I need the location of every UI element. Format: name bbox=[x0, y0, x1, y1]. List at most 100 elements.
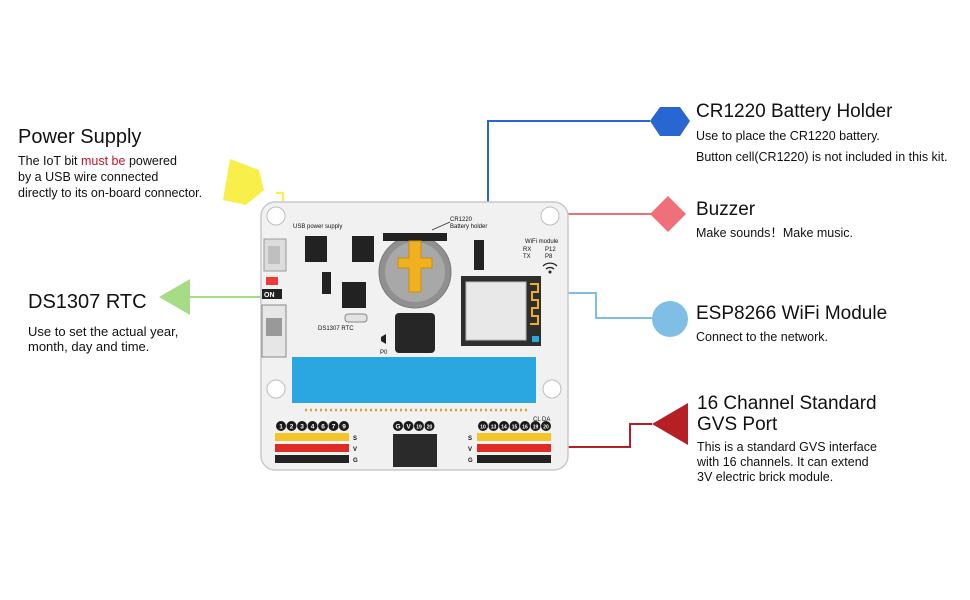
left-pin-badge bbox=[339, 421, 349, 431]
left-pin-badge bbox=[276, 421, 286, 431]
mid-pin-label: 20 bbox=[427, 424, 433, 430]
right-pin-label: 13 bbox=[491, 424, 497, 430]
rtc-board-label: DS1307 RTC bbox=[318, 326, 354, 332]
right-pin-badge bbox=[488, 421, 499, 431]
battery-label-1: CR1220 bbox=[450, 217, 473, 223]
mid-header bbox=[393, 434, 437, 467]
rtc-crystal bbox=[344, 313, 368, 323]
buzzer-component bbox=[395, 313, 435, 353]
left-pin-badge bbox=[328, 421, 339, 431]
gvs-title-line-1: 16 Channel Standard bbox=[697, 393, 877, 414]
gvs-connector-line bbox=[552, 423, 652, 448]
rtc-description: Use to set the actual year, month, day a… bbox=[28, 324, 178, 354]
right-g-label: G bbox=[468, 458, 473, 464]
right-header bbox=[477, 433, 551, 463]
buzzer-marker-diamond bbox=[650, 196, 686, 232]
usb-label: USB power supply bbox=[293, 224, 342, 230]
speaker-icon bbox=[381, 334, 386, 344]
p0-label: P0 bbox=[380, 350, 388, 356]
left-pin-label: 9 bbox=[342, 423, 346, 430]
p8-label: P8 bbox=[545, 254, 553, 260]
right-s-label: S bbox=[468, 436, 472, 442]
on-label: ON bbox=[264, 292, 275, 299]
gvs-title-line-2: GVS Port bbox=[697, 414, 778, 435]
mid-pin-label: 19 bbox=[416, 424, 422, 430]
left-pin-label: 6 bbox=[321, 423, 325, 430]
rtc-line-1: Use to set the actual year, bbox=[28, 324, 179, 339]
rtc-marker-triangle bbox=[159, 279, 190, 315]
wifi-icon bbox=[542, 262, 558, 270]
right-pin-label: 16 bbox=[522, 424, 528, 430]
power-emphasis: must be bbox=[81, 154, 126, 168]
board-labels: USB power supply CR1220 Battery holder W… bbox=[264, 217, 559, 464]
mid-pin-badge bbox=[424, 421, 435, 431]
mid-pin-label: V bbox=[406, 423, 411, 430]
on-label-box bbox=[262, 289, 282, 299]
right-pin-label: 19 bbox=[533, 424, 539, 430]
gvs-line-1: This is a standard GVS interface bbox=[697, 440, 877, 454]
chip-small-1 bbox=[322, 272, 331, 294]
battery-line-1: Use to place the CR1220 battery. bbox=[696, 129, 880, 143]
mount-hole-top-right bbox=[540, 206, 560, 226]
left-pin-badge bbox=[318, 421, 328, 431]
left-pin-badge bbox=[286, 421, 297, 431]
iot-board bbox=[260, 201, 569, 471]
chip-top-2 bbox=[352, 236, 374, 262]
p12-label: P12 bbox=[545, 247, 556, 253]
left-pin-label: 1 bbox=[279, 423, 283, 430]
left-pin-label: 4 bbox=[311, 423, 315, 430]
power-marker-pentagon bbox=[223, 159, 264, 205]
power-title: Power Supply bbox=[18, 126, 142, 148]
power-line-2: by a USB wire connected bbox=[18, 170, 159, 184]
left-s-label: S bbox=[353, 436, 357, 442]
mount-hole-mid-left bbox=[266, 379, 286, 399]
tx-label: TX bbox=[523, 254, 531, 260]
power-line-1: The IoT bit must be powered bbox=[18, 154, 177, 168]
battery-marker-hexagon bbox=[650, 107, 690, 136]
wifi-antenna-trace bbox=[530, 283, 539, 325]
right-v-label: V bbox=[468, 447, 472, 453]
gvs-marker-triangle bbox=[652, 403, 688, 445]
cl-label: CL bbox=[533, 417, 541, 423]
wifi-marker-circle bbox=[652, 301, 688, 337]
rtc-line-2: month, day and time. bbox=[28, 339, 150, 354]
mount-hole-top-left bbox=[266, 206, 286, 226]
left-pin-label: 2 bbox=[290, 423, 294, 430]
battery-description: Use to place the CR1220 battery. Button … bbox=[696, 126, 948, 168]
chip-small-2 bbox=[474, 240, 484, 270]
wifi-icon-dot bbox=[548, 270, 552, 274]
left-g-label: G bbox=[353, 458, 358, 464]
right-pin-badge bbox=[520, 421, 530, 431]
wifi-title: ESP8266 WiFi Module bbox=[696, 303, 888, 324]
left-pin-badge bbox=[307, 421, 318, 431]
gvs-line-2: with 16 channels. It can extend bbox=[697, 455, 869, 469]
mid-pin-label: G bbox=[395, 423, 400, 430]
mid-pin-badge bbox=[393, 421, 403, 431]
buzzer-line-1: Make sounds！Make music. bbox=[696, 226, 854, 240]
left-pin-badge bbox=[297, 421, 307, 431]
right-pin-label: 10 bbox=[480, 424, 486, 430]
power-led bbox=[266, 277, 278, 285]
left-pin-label: 7 bbox=[332, 423, 336, 430]
right-pin-badge bbox=[509, 421, 520, 431]
left-pin-label: 3 bbox=[300, 423, 304, 430]
power-description: The IoT bit must be powered by a USB wir… bbox=[18, 153, 202, 201]
gvs-line-3: 3V electric brick module. bbox=[697, 470, 834, 484]
battery-clip bbox=[397, 240, 433, 293]
chip-top-1 bbox=[305, 236, 327, 262]
gvs-description: This is a standard GVS interface with 16… bbox=[697, 440, 877, 485]
blue-strip bbox=[292, 357, 536, 403]
right-pin-label: 15 bbox=[512, 424, 518, 430]
right-pin-badge bbox=[541, 421, 551, 431]
gvs-title: 16 Channel Standard GVS Port bbox=[697, 393, 877, 435]
mid-pin-badge bbox=[403, 421, 414, 431]
battery-holder-top-bar bbox=[383, 233, 447, 241]
right-pin-badge bbox=[530, 421, 541, 431]
power-switch-knob bbox=[266, 318, 282, 336]
usb-connector-slot bbox=[268, 246, 280, 264]
wifi-board-label: WiFi module bbox=[525, 239, 559, 245]
wifi-led bbox=[532, 336, 539, 342]
rx-label: RX bbox=[523, 247, 531, 253]
